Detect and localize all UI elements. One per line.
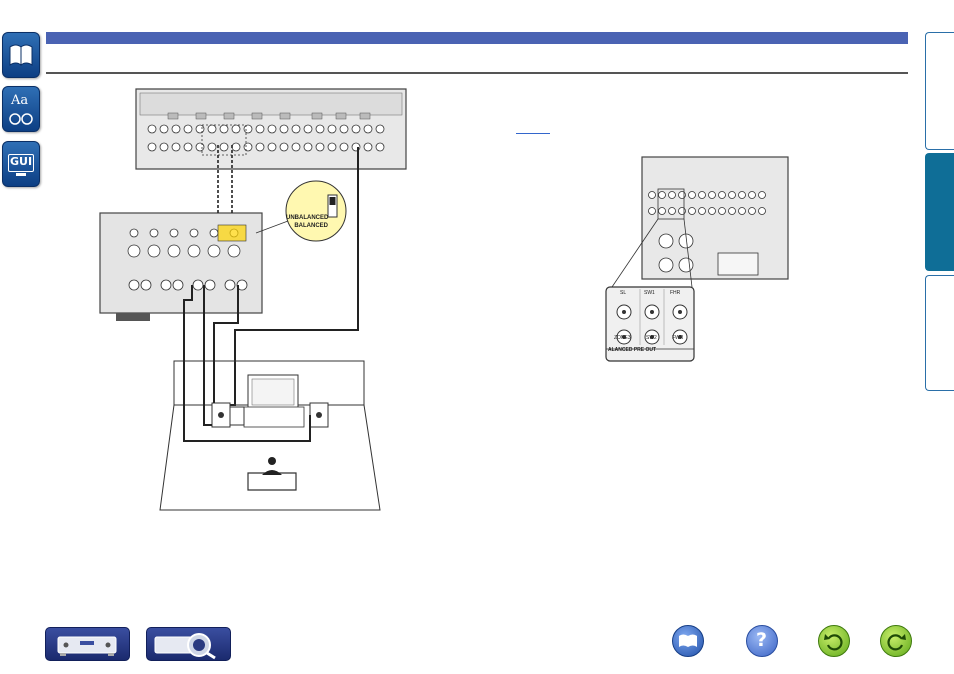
header-band xyxy=(46,32,908,44)
help-icon: ? xyxy=(756,629,768,651)
book-icon xyxy=(9,44,33,67)
zoom-label-sw1: SW1 xyxy=(644,290,655,296)
unbalanced-label: UNBALANCED xyxy=(286,215,329,221)
zoom-label-sw2: SW2 xyxy=(646,335,657,341)
gui-tab[interactable]: GUI xyxy=(2,141,40,187)
connection-diagram xyxy=(99,88,407,511)
listening-room xyxy=(159,360,381,511)
page-ref-link[interactable] xyxy=(516,124,550,134)
receiver-zoom-icon xyxy=(154,633,216,660)
zoom-label-zone3: ZONE3 xyxy=(614,335,631,341)
zoom-label-fhr: FHR xyxy=(670,290,681,296)
manual-book-button[interactable] xyxy=(672,625,704,657)
information-tab[interactable] xyxy=(925,275,954,391)
manual-book-icon xyxy=(679,634,697,647)
balanced-label: BALANCED xyxy=(294,223,328,229)
pre-out-diagram xyxy=(605,156,789,362)
forward-icon xyxy=(887,634,906,651)
zoom-label-sl: SL xyxy=(620,290,627,296)
advanced-version-tab[interactable] xyxy=(925,153,954,271)
index-tab[interactable]: Aa xyxy=(2,86,40,132)
contents-tab[interactable] xyxy=(2,32,40,78)
help-button[interactable]: ? xyxy=(746,625,778,657)
zoom-caption: ALANCED PRE OUT xyxy=(608,347,657,353)
back-button[interactable] xyxy=(818,625,850,657)
front-panel-button[interactable] xyxy=(45,627,130,661)
switch-labels: UNBALANCED BALANCED xyxy=(286,214,328,230)
back-icon xyxy=(824,634,843,651)
aa-index-icon xyxy=(9,113,33,125)
zoom-label-fwr: FWR xyxy=(672,335,684,341)
remote-control-button[interactable] xyxy=(146,627,231,661)
basic-version-tab[interactable] xyxy=(925,32,954,150)
forward-button[interactable] xyxy=(880,625,912,657)
power-amplifier xyxy=(99,212,263,321)
zoom-labels: SL SW1 FHR ZONE3 SW2 FWR ALANCED PRE OUT xyxy=(608,290,696,366)
amplifier-front-icon xyxy=(57,636,117,656)
receiver-rear-panel xyxy=(135,88,407,170)
balanced-switch-callout xyxy=(255,180,347,242)
aa-label: Aa xyxy=(11,93,29,108)
gui-label: GUI xyxy=(10,155,33,168)
header-rule xyxy=(46,72,908,74)
